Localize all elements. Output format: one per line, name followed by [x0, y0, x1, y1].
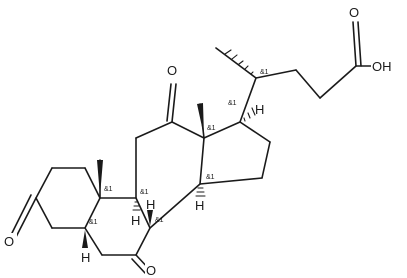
bond-c17-c20 — [239, 77, 257, 123]
atom-h9: H — [131, 213, 140, 228]
bond-c3-o3-double — [11, 194, 32, 234]
bond-c3-o3 — [15, 197, 37, 238]
hash-c20-methyl — [224, 49, 254, 75]
stereo-c20: &1 — [260, 69, 269, 76]
atom-o12: O — [167, 63, 177, 78]
bond-c24-o-double-a — [352, 21, 357, 67]
bond-c13-c17 — [203, 121, 241, 139]
bond-c12-o12 — [171, 83, 177, 123]
bond-c13-c14 — [199, 137, 205, 185]
bond-c20-c22 — [255, 69, 297, 79]
hash-c14-h — [195, 187, 206, 197]
bond-c22-c23 — [295, 69, 321, 99]
bond-c9-c8 — [135, 197, 151, 229]
atom-o7: O — [146, 263, 156, 278]
atom-o24-carbonyl: O — [349, 5, 359, 20]
stereo-bonds — [82, 49, 256, 248]
stereo-c14: &1 — [206, 174, 215, 181]
bond-c7-o7-double — [131, 258, 146, 274]
stereo-c17: &1 — [228, 100, 237, 107]
wedge-c10-methyl — [97, 160, 103, 196]
bond-c2-c3 — [35, 167, 53, 199]
stereo-descriptors: &1 &1 &1 &1 &1 &1 &1 &1 — [89, 69, 269, 226]
bond-c6-c5 — [84, 227, 103, 256]
bond-c5-c10 — [84, 197, 101, 229]
stereo-c10: &1 — [104, 186, 113, 193]
bond-c10-c1 — [84, 167, 101, 199]
stereo-c9: &1 — [140, 189, 149, 196]
stereo-c5: &1 — [89, 219, 98, 226]
atom-labels: O O O O OH H H H H H — [3, 4, 399, 278]
bond-c16-c15 — [261, 141, 271, 179]
atom-o3: O — [4, 234, 14, 249]
bond-c20-c21 — [215, 47, 257, 79]
atom-h17: H — [255, 102, 264, 117]
skeletal-bonds — [11, 21, 373, 274]
bond-c15-c14 — [199, 177, 263, 185]
bond-c12-o12-double — [166, 83, 172, 122]
hash-c17-h — [243, 107, 256, 122]
wedge-c5-h — [82, 230, 88, 248]
bond-c24-o-double-b — [357, 21, 362, 67]
stereo-c13: &1 — [207, 125, 216, 132]
atom-oh: OH — [372, 59, 392, 74]
atom-h14: H — [195, 198, 204, 213]
bond-c3-c4 — [35, 197, 53, 229]
bond-c23-c24 — [319, 65, 357, 99]
wedge-c13-methyl — [197, 103, 204, 136]
atom-h8: H — [146, 197, 155, 212]
bond-c11-c12 — [135, 121, 173, 139]
bond-c17-c16 — [239, 121, 271, 143]
atom-h5: H — [81, 250, 90, 265]
wedge-c8-h — [147, 210, 153, 226]
bond-c14-c8 — [149, 183, 201, 229]
hash-c9-h — [132, 201, 141, 211]
bond-c8-c7 — [135, 227, 151, 256]
bond-c12-c13 — [171, 121, 205, 139]
stereo-c8: &1 — [155, 217, 164, 224]
